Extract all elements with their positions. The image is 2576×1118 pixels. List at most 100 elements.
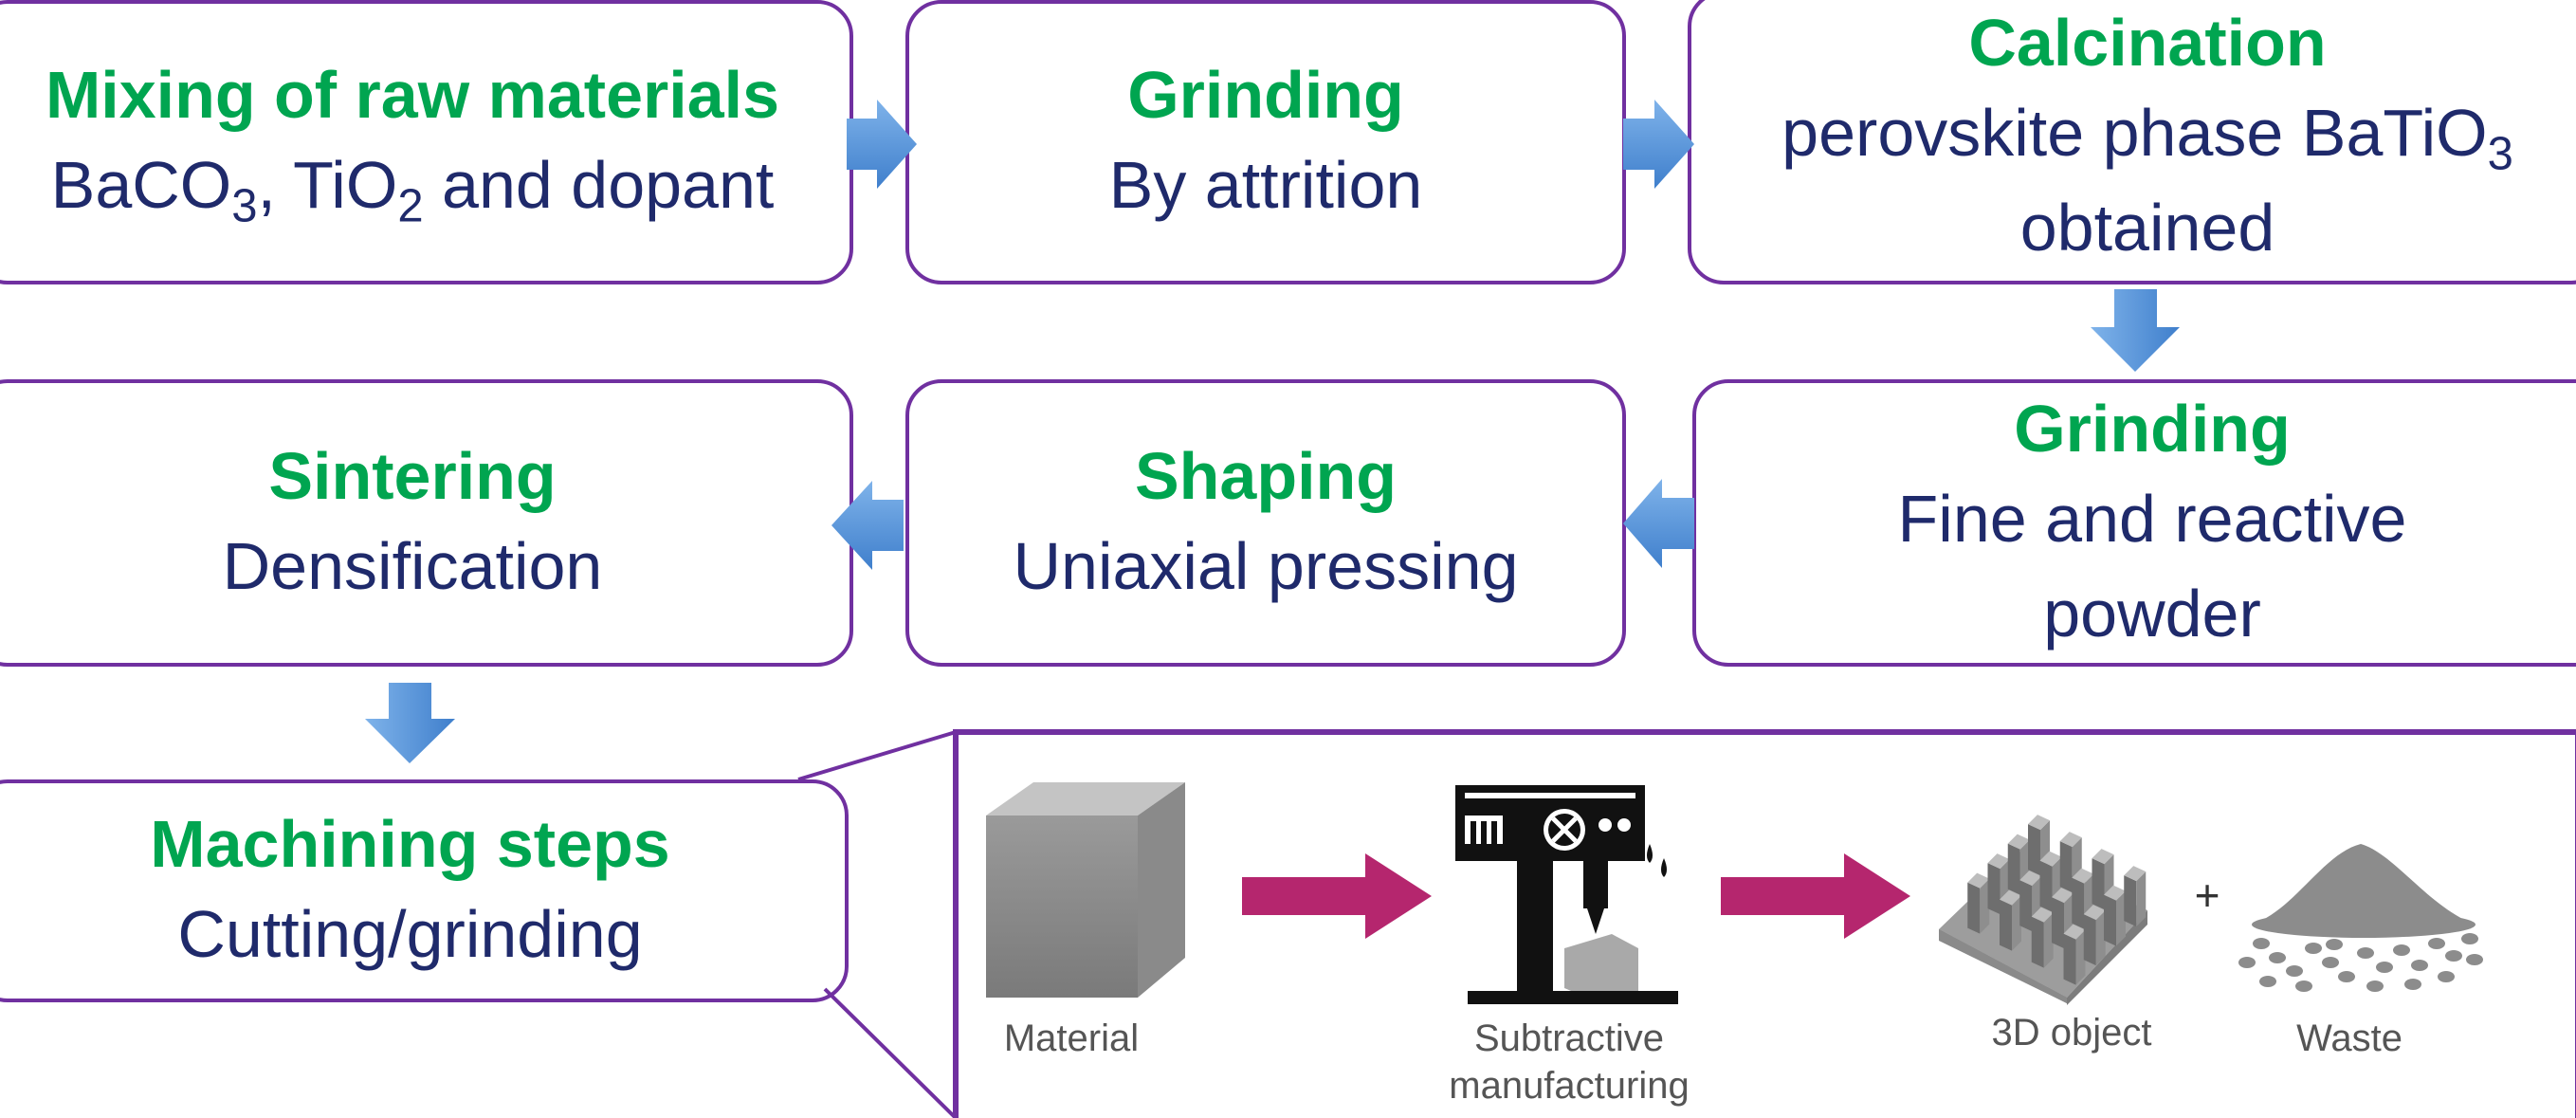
caption-subtractive-1: Subtractive — [1474, 1017, 1664, 1059]
step-shaping-title: Shaping — [1134, 438, 1398, 513]
step-calcination-desc-2: obtained — [2019, 191, 2275, 265]
pillar-top — [2059, 832, 2082, 848]
step-machining-desc: Cutting/grinding — [177, 896, 643, 971]
step-grinding-1: Grinding By attrition — [905, 0, 1626, 284]
arrow-right-2 — [1623, 100, 1694, 189]
pillar-front — [2124, 875, 2137, 927]
step-mixing: Mixing of raw materials BaCO3, TiO2 and … — [0, 0, 853, 284]
waste-particle — [2305, 943, 2322, 954]
waste-particle — [2393, 944, 2410, 956]
pillar-front — [2083, 914, 2096, 966]
pillar-front — [2059, 841, 2073, 893]
waste-particle — [2322, 957, 2339, 968]
arrow-right-1 — [847, 100, 917, 189]
pillar-top — [2052, 888, 2074, 904]
pillar-top — [1967, 872, 1990, 889]
pillar-side — [1980, 878, 1990, 934]
3d-object-icon — [1939, 815, 2147, 1005]
step-grinding-1-desc: By attrition — [1108, 148, 1423, 222]
step-sintering: Sintering Densification — [0, 379, 853, 667]
pillar-top — [2031, 907, 2054, 923]
waste-particle — [2466, 954, 2483, 965]
pillar-top — [2063, 924, 2086, 940]
step-grinding-1-title: Grinding — [1127, 58, 1404, 132]
caption-waste: Waste — [2296, 1017, 2402, 1059]
waste-particle — [2269, 952, 2286, 963]
plus-sign: + — [2195, 871, 2220, 920]
pillar-top — [2039, 851, 2062, 867]
pillar-side — [2075, 929, 2086, 985]
pillar-front — [2019, 880, 2033, 932]
waste-particle — [2445, 950, 2462, 962]
pillar-front — [2104, 894, 2116, 946]
pillar-front — [2063, 933, 2076, 985]
waste-particle — [2438, 971, 2455, 982]
waste-particle — [2357, 947, 2374, 959]
waste-particle — [2404, 979, 2421, 990]
pillar-side — [2012, 895, 2021, 951]
waste-particle — [2238, 957, 2256, 968]
mixing-text-b: , TiO — [257, 148, 398, 222]
waste-particle — [2259, 976, 2276, 987]
process-arrow-2 — [1721, 853, 1910, 939]
pillar-top — [2019, 871, 2042, 887]
step-mixing-title: Mixing of raw materials — [45, 58, 780, 132]
step-calcination: Calcination perovskite phase BaTiO3 obta… — [1688, 0, 2576, 284]
step-grinding-2-title: Grinding — [2014, 391, 2291, 466]
pillar-front — [1987, 863, 2001, 915]
arrow-left-2 — [831, 481, 904, 570]
waste-particle — [2411, 960, 2428, 971]
pillar-top — [2028, 815, 2050, 831]
pillar-front — [2000, 899, 2012, 951]
pillar-top — [2083, 905, 2106, 921]
step-machining: Machining steps Cutting/grinding — [0, 779, 849, 1002]
pillar-front — [2031, 916, 2044, 968]
pillar-top — [2124, 866, 2147, 882]
waste-particle — [2338, 971, 2355, 982]
caption-material: Material — [1004, 1017, 1139, 1059]
milling-machine-icon — [1455, 785, 1678, 1004]
pillar-group — [1967, 815, 2147, 985]
pillar-side — [2116, 890, 2126, 946]
step-grinding-2-desc-1: Fine and reactive — [1897, 481, 2407, 556]
pillar-top — [2104, 885, 2126, 901]
caption-3d-object: 3D object — [1992, 1012, 2152, 1054]
step-sintering-title: Sintering — [268, 438, 557, 513]
pillar-front — [2007, 843, 2020, 895]
step-machining-title: Machining steps — [150, 806, 670, 881]
pillar-front — [2092, 858, 2105, 910]
pillar-front — [2072, 877, 2085, 929]
pillar-front — [2052, 897, 2064, 949]
pillar-side — [2043, 912, 2054, 968]
process-arrow-1 — [1242, 853, 1432, 939]
calcination-sub: 3 — [2487, 128, 2513, 180]
zoom-line-bottom — [823, 987, 958, 1118]
step-shaping-desc: Uniaxial pressing — [1013, 528, 1519, 603]
pillar-top — [2092, 849, 2114, 865]
pillar-front — [2028, 824, 2040, 876]
mixing-sub-b: 2 — [397, 180, 424, 232]
mixing-text-c: and dopant — [423, 148, 775, 222]
step-grinding-2-desc-2: powder — [2043, 576, 2261, 651]
step-calcination-desc: perovskite phase BaTiO3 — [1781, 85, 2513, 180]
pillar-top — [2072, 868, 2094, 884]
pillar-top — [2000, 889, 2021, 906]
pillar-top — [2007, 834, 2030, 850]
step-shaping: Shaping Uniaxial pressing — [905, 379, 1626, 667]
pillar-top — [1987, 853, 2010, 870]
mixing-text-a: BaCO — [50, 148, 232, 222]
step-calcination-title: Calcination — [1968, 6, 2327, 80]
pillar-front — [1967, 882, 1981, 934]
arrow-down-1 — [2091, 289, 2180, 372]
step-sintering-desc: Densification — [222, 528, 603, 603]
pillar-side — [2095, 910, 2106, 966]
step-grinding-2: Grinding Fine and reactive powder — [1692, 379, 2576, 667]
pillar-side — [2136, 871, 2147, 927]
calcination-text-a: perovskite phase BaTiO — [1781, 96, 2488, 170]
pillar-front — [2039, 860, 2053, 912]
waste-particle — [2295, 981, 2312, 992]
arrow-down-2 — [365, 683, 455, 763]
material-cube-icon — [986, 782, 1185, 998]
caption-subtractive-2: manufacturing — [1449, 1065, 1689, 1107]
